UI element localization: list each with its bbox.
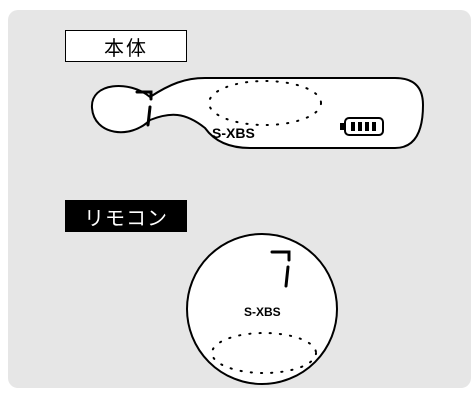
remote-display-outline [186,233,338,385]
remote-dotted-ellipse [211,332,317,374]
main-dotted-ellipse [208,80,322,126]
main-unit-label: 本体 [65,30,187,62]
main-display-outline [90,77,425,149]
remote-digit-7 [270,250,291,288]
remote-sxbs-text: S-XBS [244,305,281,319]
main-digit-7 [135,90,153,127]
remote-label: リモコン [65,200,187,232]
main-sxbs-text: S-XBS [212,125,255,141]
battery-full-icon [340,117,384,136]
